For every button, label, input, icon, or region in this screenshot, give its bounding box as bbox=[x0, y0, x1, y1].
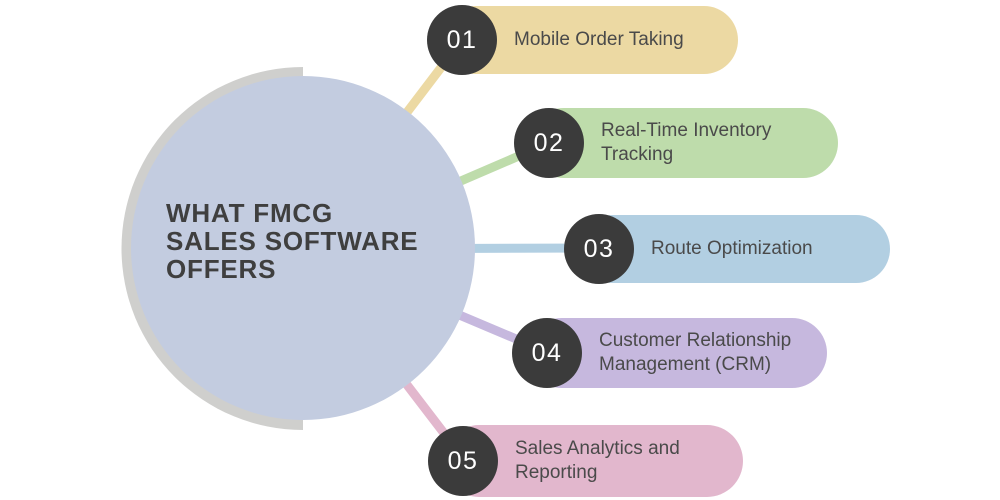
item-label: Real-Time Inventory Tracking bbox=[601, 120, 772, 165]
page-title: WHAT FMCG SALES SOFTWARE OFFERS bbox=[166, 199, 466, 283]
item-label: Sales Analytics and Reporting bbox=[515, 438, 680, 483]
number-badge: 04 bbox=[512, 318, 582, 388]
list-item-crm: 04 Customer Relationship Management (CRM… bbox=[512, 318, 827, 388]
number-badge: 01 bbox=[427, 5, 497, 75]
item-label: Customer Relationship Management (CRM) bbox=[599, 330, 792, 375]
item-label: Route Optimization bbox=[651, 238, 813, 260]
title-line-3: OFFERS bbox=[166, 254, 277, 284]
number-badge: 05 bbox=[428, 426, 498, 496]
list-item-route-optimization: 03 Route Optimization bbox=[564, 214, 890, 284]
title-line-1: WHAT FMCG bbox=[166, 198, 334, 228]
number-badge: 03 bbox=[564, 214, 634, 284]
number-badge: 02 bbox=[514, 108, 584, 178]
list-item-sales-analytics: 05 Sales Analytics and Reporting bbox=[428, 425, 743, 497]
list-item-inventory-tracking: 02 Real-Time Inventory Tracking bbox=[514, 108, 838, 178]
list-item-mobile-order-taking: 01 Mobile Order Taking bbox=[427, 5, 738, 75]
item-label: Mobile Order Taking bbox=[514, 29, 684, 51]
title-line-2: SALES SOFTWARE bbox=[166, 226, 419, 256]
main-circle bbox=[131, 76, 475, 420]
